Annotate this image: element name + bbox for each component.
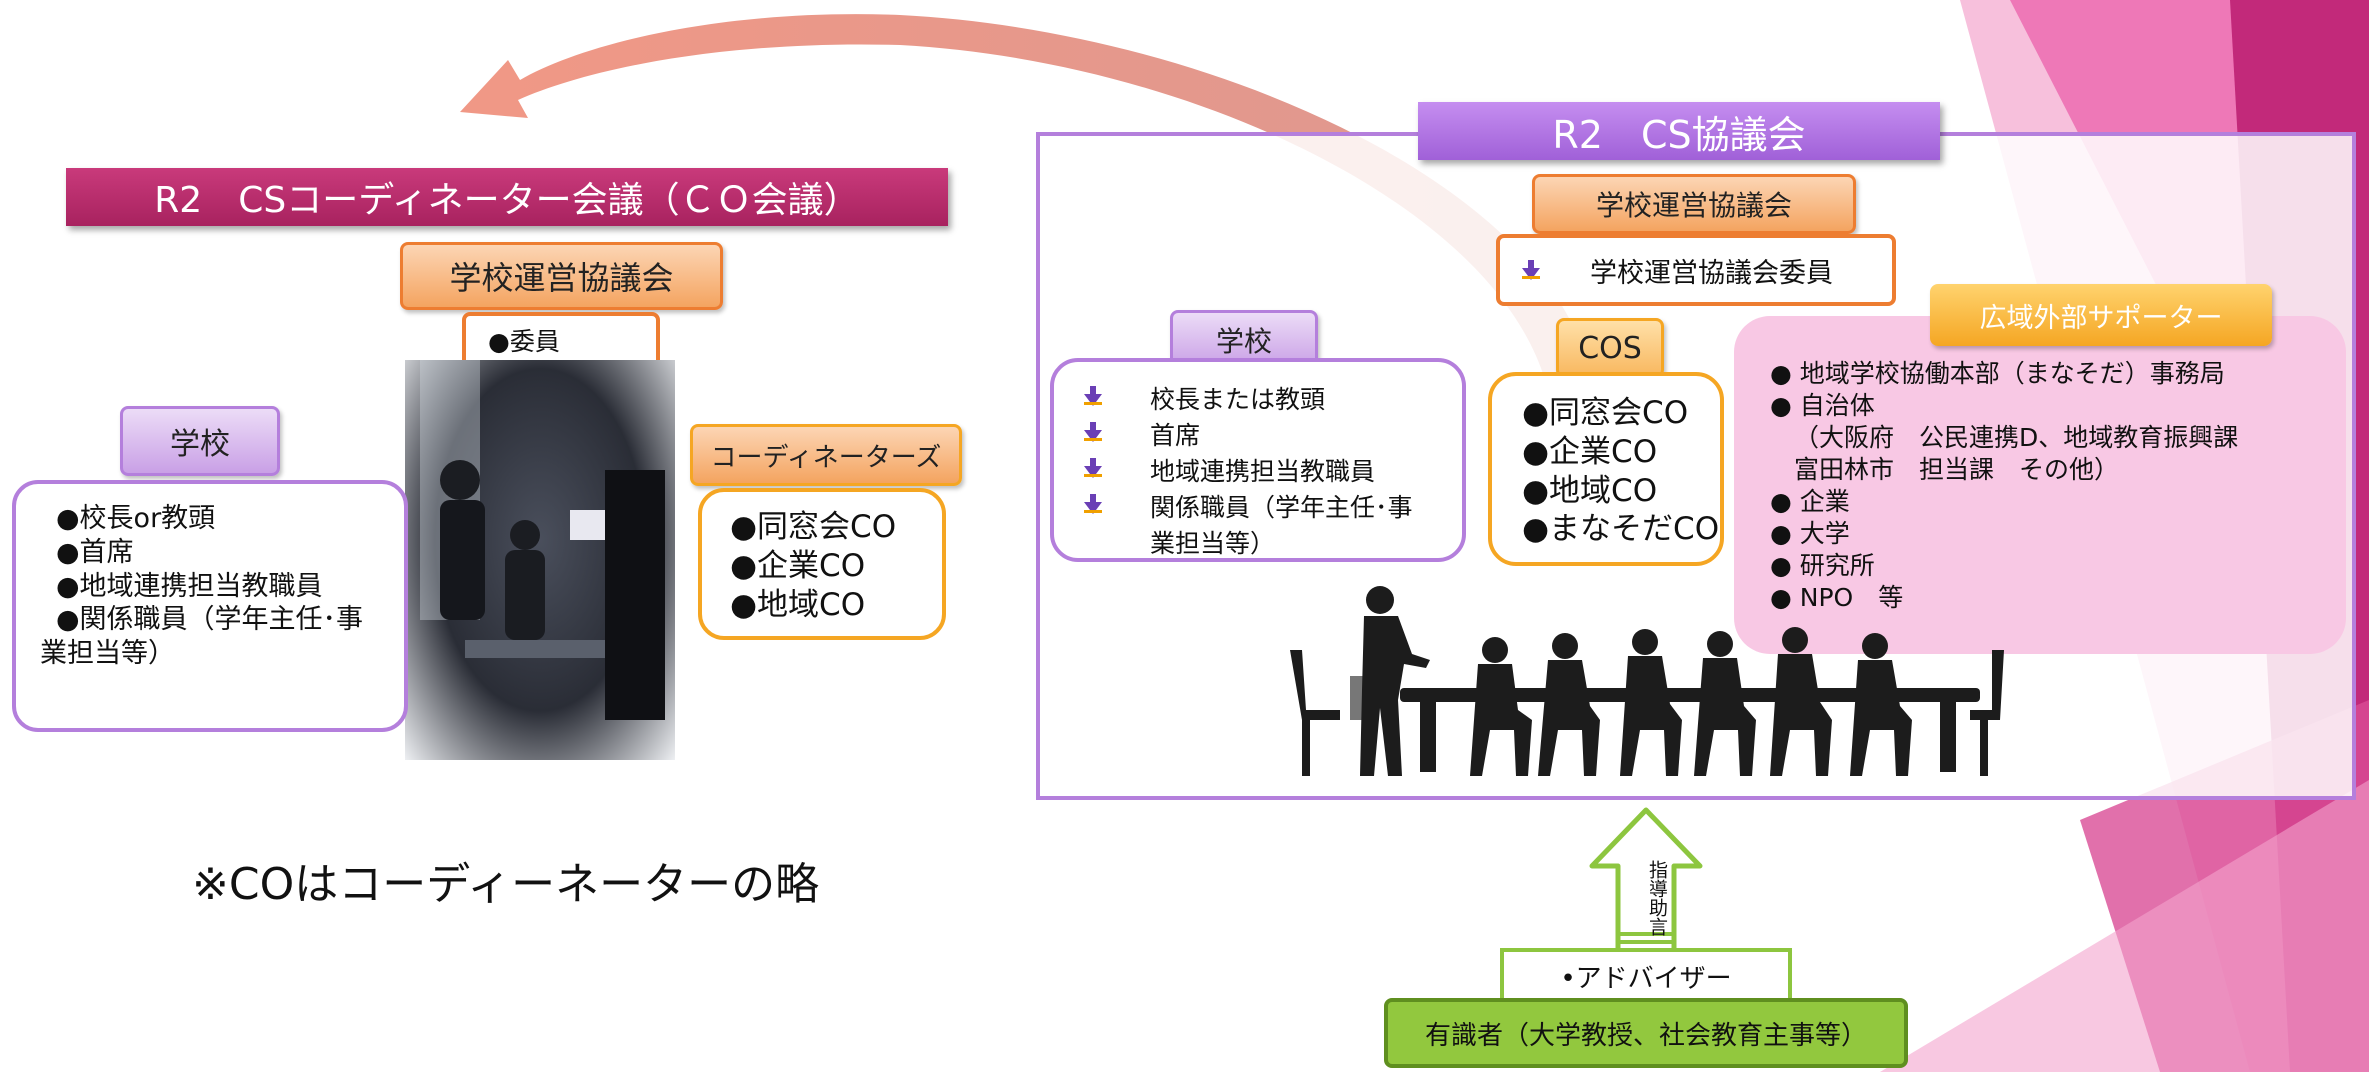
- left-coordinator-item: ●地域CO: [730, 586, 866, 623]
- right-school-item: 校長または教頭: [1068, 380, 1462, 416]
- meeting-photo: [405, 360, 675, 760]
- cos-text: COS: [1578, 330, 1642, 366]
- cos-item: ●まなそだCO: [1522, 511, 1720, 548]
- right-school-box: 校長または教頭 首席 地域連携担当教職員 関係職員（学年主任･事 業担当等）: [1050, 358, 1466, 562]
- supporter-item: ● 自治体: [1770, 391, 1875, 420]
- cos-box: ●同窓会CO ●企業CO ●地域CO ●まなそだCO: [1488, 372, 1724, 566]
- right-title-banner: R2 CS協議会: [1418, 102, 1940, 160]
- left-coordinators-label: コーディネーターズ: [690, 424, 962, 486]
- supporter-item: ● 地域学校協働本部（まなそだ）事務局: [1770, 359, 2225, 388]
- supporter-label: 広域外部サポーター: [1930, 284, 2272, 346]
- left-school-item: 業担当等）: [40, 638, 175, 669]
- right-title: R2 CS協議会: [1552, 112, 1806, 157]
- abbreviation-note-text: ※COはコーディーネーターの略: [192, 859, 820, 910]
- left-title-banner: R2 CSコーディネーター会議（ＣＯ会議）: [66, 168, 948, 226]
- right-school-item: 首席: [1068, 416, 1462, 452]
- right-school-item: 関係職員（学年主任･事 業担当等）: [1068, 488, 1462, 560]
- supporter-item: ● 研究所: [1770, 551, 1875, 580]
- right-council-label: 学校運営協議会: [1532, 174, 1856, 234]
- left-title: R2 CSコーディネーター会議（ＣＯ会議）: [154, 180, 860, 221]
- supporter-item: ● 企業: [1770, 487, 1850, 516]
- left-school-item: ●首席: [56, 536, 134, 568]
- guidance-label: 指導助言: [1622, 858, 1668, 938]
- guidance-text: 指導助言: [1646, 860, 1668, 936]
- meeting-photo-figures: [420, 360, 665, 720]
- supporter-item: （大阪府 公民連携D、地域教育振興課: [1794, 423, 2239, 452]
- right-school-text: 学校: [1215, 325, 1272, 358]
- left-coordinator-item: ●同窓会CO: [730, 509, 897, 545]
- supporter-item: ● NPO 等: [1770, 583, 1904, 612]
- left-school-item: ●地域連携担当教職員: [56, 570, 323, 602]
- left-coordinator-item: ●企業CO: [730, 547, 866, 584]
- arrow-bullet-icon: [1084, 386, 1102, 406]
- supporter-item: 富田林市 担当課 その他）: [1794, 455, 2120, 484]
- expert-box: 有識者（大学教授、社会教育主事等）: [1384, 998, 1908, 1068]
- abbreviation-note: ※COはコーディーネーターの略: [192, 848, 819, 912]
- right-council-text: 学校運営協議会: [1595, 189, 1792, 222]
- left-member-text: ●委員: [488, 327, 560, 356]
- cos-item: ●同窓会CO: [1522, 395, 1689, 431]
- left-member-box: ●委員: [462, 312, 660, 368]
- advisor-box: •アドバイザー: [1500, 948, 1792, 1004]
- advisor-text: •アドバイザー: [1560, 963, 1732, 994]
- left-school-text: 学校: [170, 427, 230, 462]
- left-school-box: ●校長or教頭 ●首席 ●地域連携担当教職員 ●関係職員（学年主任･事 業担当等…: [12, 480, 408, 732]
- cos-item: ●企業CO: [1522, 433, 1658, 470]
- arrow-bullet-icon: [1522, 260, 1540, 280]
- supporter-panel: ● 地域学校協働本部（まなそだ）事務局 ● 自治体 （大阪府 公民連携D、地域教…: [1734, 316, 2346, 654]
- left-school-label: 学校: [120, 406, 280, 476]
- expert-text: 有識者（大学教授、社会教育主事等）: [1424, 1020, 1867, 1051]
- arrow-bullet-icon: [1084, 422, 1102, 442]
- arrow-bullet-icon: [1084, 458, 1102, 478]
- arrow-bullet-icon: [1084, 494, 1102, 514]
- left-council-label: 学校運営協議会: [400, 242, 723, 310]
- supporter-text: 広域外部サポーター: [1979, 302, 2223, 334]
- right-school-item: 地域連携担当教職員: [1068, 452, 1462, 488]
- left-council-text: 学校運営協議会: [449, 259, 674, 297]
- cos-label: COS: [1556, 318, 1664, 378]
- supporter-item: ● 大学: [1770, 519, 1850, 548]
- meeting-silhouette-image: [1290, 586, 2004, 776]
- right-council-member-box: 学校運営協議会委員: [1496, 234, 1896, 306]
- left-coordinators-box: ●同窓会CO ●企業CO ●地域CO: [698, 488, 946, 640]
- left-school-item: ●関係職員（学年主任･事: [56, 604, 364, 636]
- right-council-member-text: 学校運営協議会委員: [1590, 257, 1833, 289]
- cos-item: ●地域CO: [1522, 472, 1658, 509]
- left-coordinators-text: コーディネーターズ: [710, 442, 942, 473]
- left-school-item: ●校長or教頭: [56, 503, 216, 534]
